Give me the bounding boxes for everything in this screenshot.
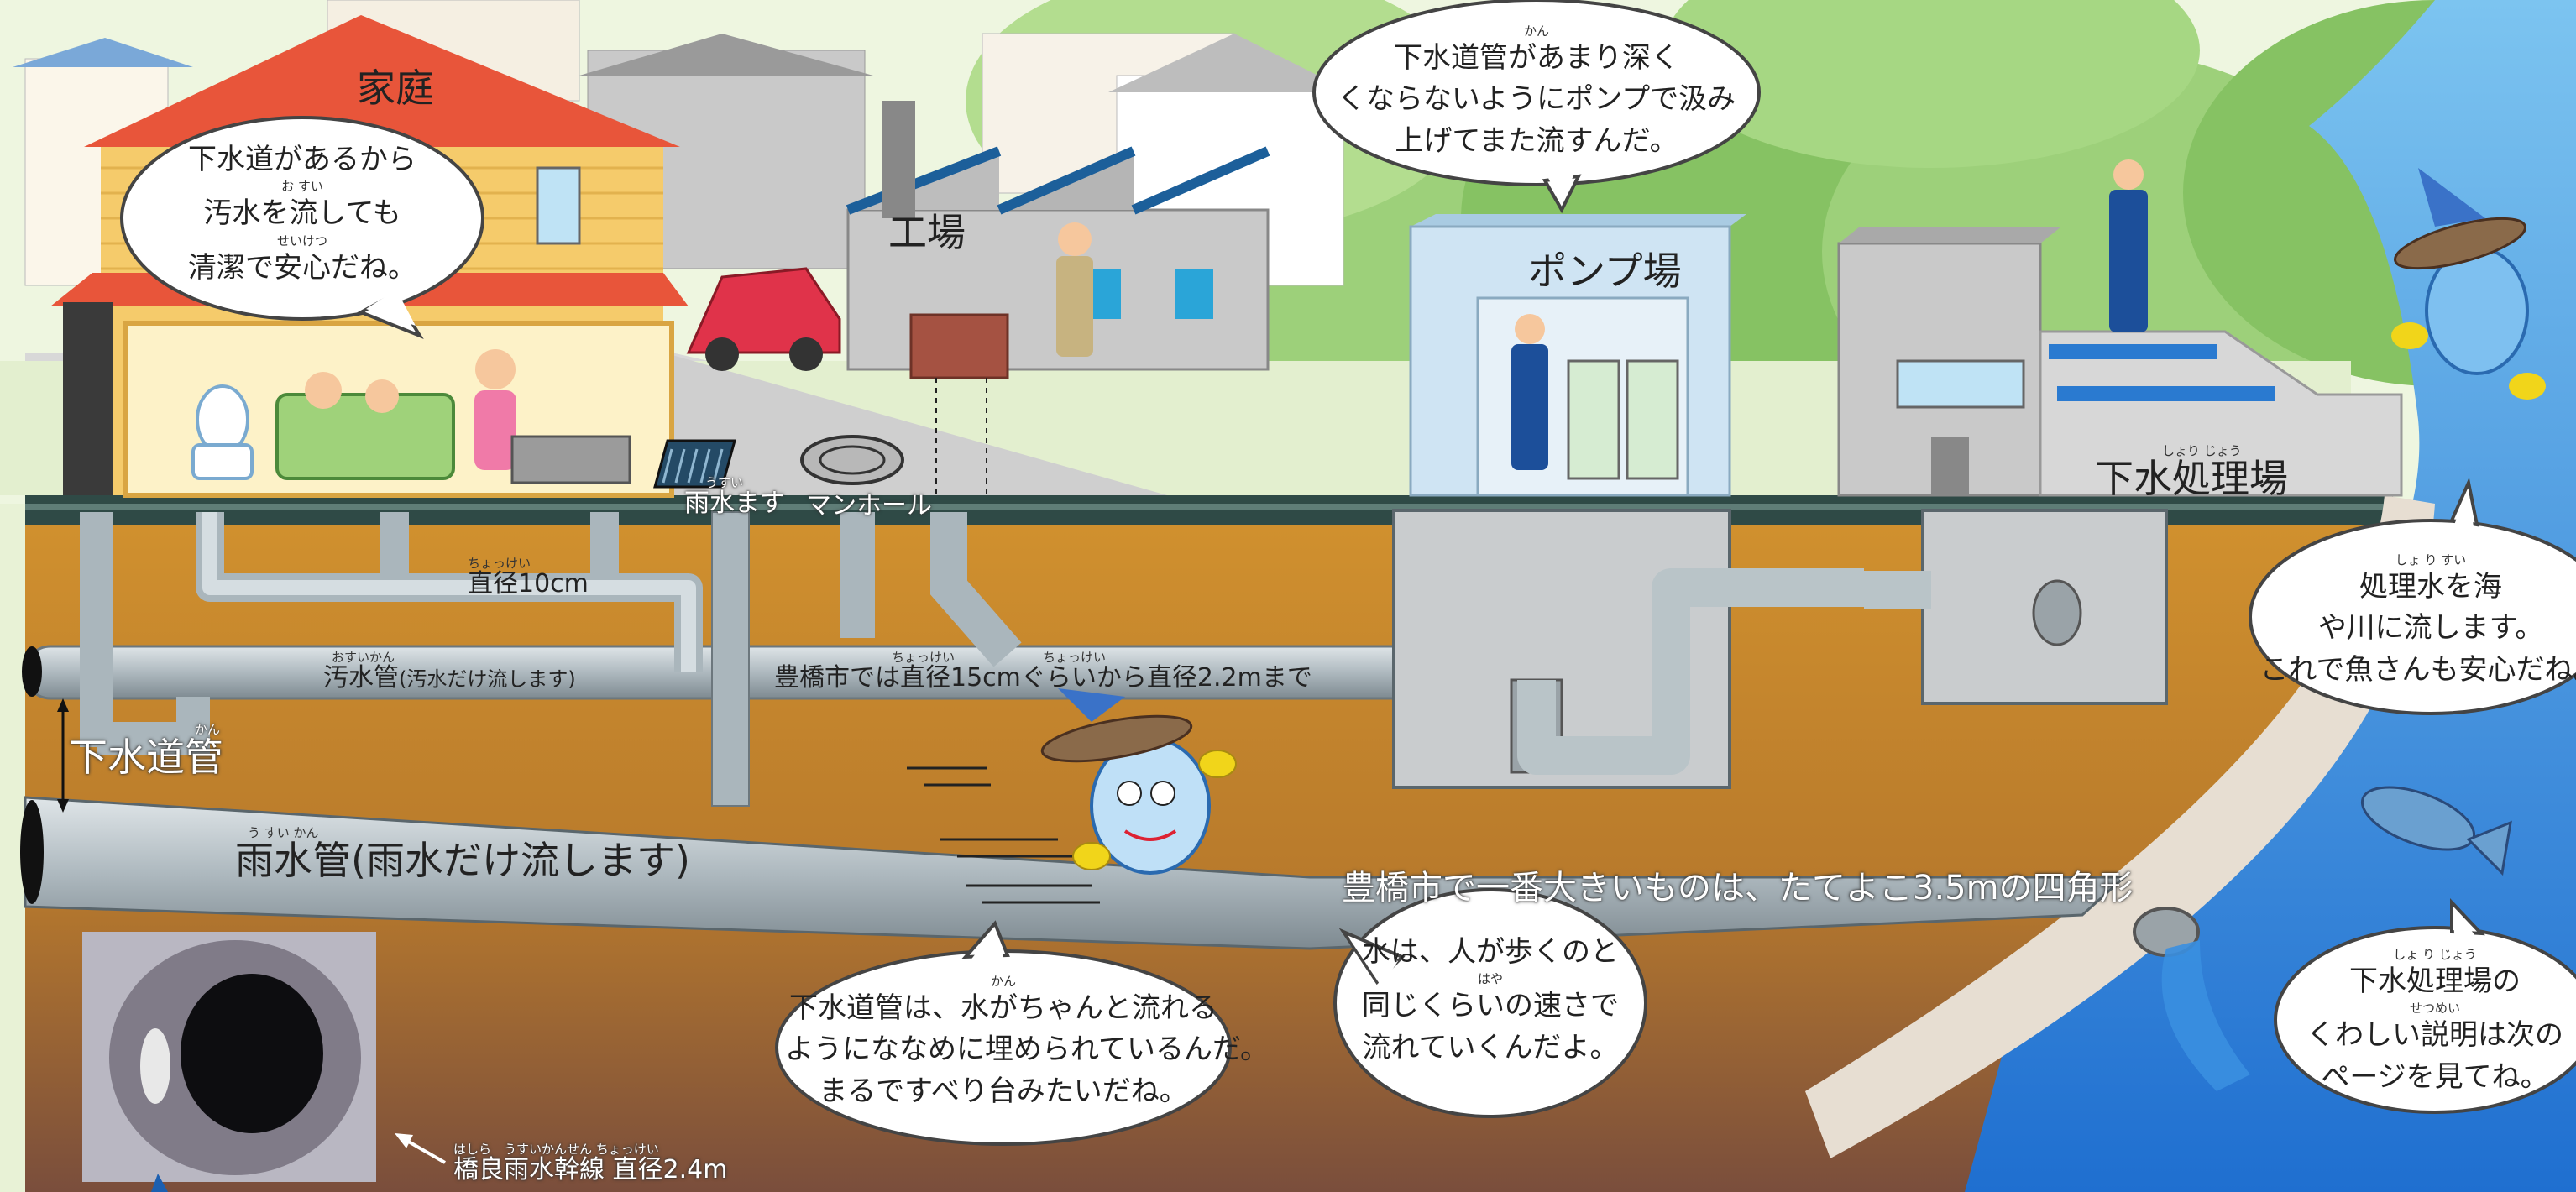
sewage-pipe-text: 汚水管 bbox=[323, 663, 399, 693]
home-bubble-line-3: 清潔で安心だね。 bbox=[188, 250, 416, 285]
speed-bubble-line-3: 流れていくんだよ。 bbox=[1362, 1030, 1619, 1064]
speed-bubble-line-2: 同じくらいの速さで bbox=[1362, 989, 1619, 1023]
treatment-plant bbox=[1837, 159, 2403, 497]
treated-water-bubble-line-3: これで魚さんも安心だね。 bbox=[2259, 652, 2576, 687]
manhole-label: マンホール bbox=[806, 491, 932, 520]
toyohashi-range-ruby: ちょっけい ちょっけい bbox=[892, 650, 1107, 665]
sewer-pipe-label: かん 下水道管 bbox=[69, 724, 223, 779]
pump-bubble-line-2: くならないようにポンプで汲み bbox=[1337, 82, 1736, 117]
mascot-river-character bbox=[2391, 168, 2546, 400]
home-bubble-line-1: 下水道があるから bbox=[188, 143, 416, 176]
sewer-pipe-text: 下水道管 bbox=[69, 735, 223, 780]
home-bubble-text: 下水道があるから お すい 汚水を流しても せいけつ 清潔で安心だね。 bbox=[147, 139, 458, 289]
factory bbox=[846, 101, 1270, 495]
diameter-10cm-text: 直径10cm bbox=[468, 569, 589, 599]
speed-bubble-line-1: 水は、人が歩くのと bbox=[1362, 935, 1619, 969]
diameter-10cm-ruby: ちょっけい bbox=[468, 556, 531, 571]
rain-inlet-ruby: うすい bbox=[705, 475, 744, 490]
home-bubble-line-2: 汚水を流しても bbox=[203, 196, 401, 231]
mascot-character bbox=[1040, 688, 1237, 875]
slope-bubble-line-1: 下水道管は、水がちゃんと流れる bbox=[789, 991, 1217, 1025]
next-page-bubble-line-3: ページを見てね。 bbox=[2321, 1059, 2549, 1094]
pump-station bbox=[1409, 214, 1746, 497]
next-page-bubble-text: しょ り じょう 下水処理場の せつめい くわしい説明は次の ページを見てね。 bbox=[2296, 949, 2573, 1098]
treatment-plant-ruby: しょり じょう bbox=[2162, 443, 2242, 458]
treatment-plant-label: しょり じょう 下水処理場 bbox=[2095, 445, 2288, 500]
pump-bubble-line-1: 下水道管があまり深く bbox=[1394, 41, 1679, 75]
speed-bubble-text: 水は、人が歩くのと はや 同じくらいの速さで 流れていくんだよ。 bbox=[1352, 932, 1629, 1069]
diameter-10cm-label: ちょっけい 直径10cm bbox=[468, 556, 589, 599]
toyohashi-range-label: ちょっけい ちょっけい 豊橋市では直径15cmぐらいから直径2.2mまで bbox=[774, 650, 1312, 693]
next-page-bubble-line-1: 下水処理場の bbox=[2349, 965, 2521, 998]
home-label: 家庭 bbox=[357, 65, 434, 111]
pipes bbox=[20, 509, 2250, 1091]
hashira-trunk-text: 橋良雨水幹線 直径2.4m bbox=[453, 1155, 728, 1184]
embankment bbox=[1805, 495, 2435, 1158]
river-sea bbox=[1965, 0, 2576, 1192]
bathtub-icon bbox=[275, 393, 455, 480]
sewage-pipe-ruby: おすいかん bbox=[332, 650, 395, 665]
control-panel-icon bbox=[1567, 359, 1620, 480]
sewage-pipe-label: おすいかん 汚水管(汚水だけ流します) bbox=[323, 650, 576, 693]
slope-bubble-line-3: まるですべり台みたいだね。 bbox=[819, 1074, 1188, 1108]
toyohashi-range-text: 豊橋市では直径15cmぐらいから直径2.2mまで bbox=[774, 663, 1312, 693]
speed-lines bbox=[907, 766, 1100, 904]
sink-icon bbox=[510, 435, 631, 484]
rain-pipe-label: う すい かん 雨水管(雨水だけ流します) bbox=[235, 827, 690, 882]
treated-water-bubble-line-1: 処理水を海 bbox=[2359, 570, 2502, 604]
rain-inlet-label: うすい 雨水ます bbox=[684, 475, 785, 518]
car-icon bbox=[686, 267, 841, 371]
slope-bubble-line-2: ようにななめに埋められているんだ。 bbox=[785, 1033, 1269, 1067]
sewage-pipe-note: (汚水だけ流します) bbox=[399, 667, 576, 691]
speech-bubbles bbox=[120, 0, 2576, 1146]
trunk-pipe-photo bbox=[82, 932, 376, 1182]
hashira-trunk-ruby: はしら うすいかんせん ちょっけい bbox=[453, 1142, 659, 1157]
treated-water-bubble-line-2: や川に流します。 bbox=[2317, 611, 2544, 646]
treated-water-bubble-text: しょ り すい 処理水を海 や川に流します。 これで魚さんも安心だね。 bbox=[2259, 554, 2576, 691]
pump-bubble-line-3: 上げてまた流すんだ。 bbox=[1395, 123, 1678, 158]
rain-inlet-icon bbox=[653, 439, 736, 489]
factory-label: 工場 bbox=[888, 210, 966, 255]
fish-icon bbox=[2360, 786, 2512, 876]
manhole-icon bbox=[800, 435, 904, 485]
pump-station-label: ポンプ場 bbox=[1528, 248, 1682, 294]
treatment-plant-text: 下水処理場 bbox=[2095, 456, 2288, 501]
hashira-trunk-label: はしら うすいかんせん ちょっけい 橋良雨水幹線 直径2.4m bbox=[453, 1143, 727, 1184]
rain-pipe-text: 雨水管(雨水だけ流します) bbox=[235, 838, 690, 883]
slope-bubble-text: かん 下水道管は、水がちゃんと流れる ようにななめに埋められているんだ。 まるで… bbox=[785, 975, 1269, 1112]
rain-pipe-ruby: う すい かん bbox=[248, 825, 319, 840]
next-page-bubble-line-2: くわしい説明は次の bbox=[2306, 1018, 2563, 1053]
largest-pipe-label: 豊橋市で一番大きいものは、たてよこ3.5mの四角形 bbox=[1342, 869, 2134, 907]
sewer-pipe-ruby: かん bbox=[195, 722, 221, 737]
pump-bubble-text: かん 下水道管があまり深く くならないようにポンプで汲み 上げてまた流すんだ。 bbox=[1335, 25, 1738, 162]
rain-inlet-text: 雨水ます bbox=[684, 489, 785, 518]
